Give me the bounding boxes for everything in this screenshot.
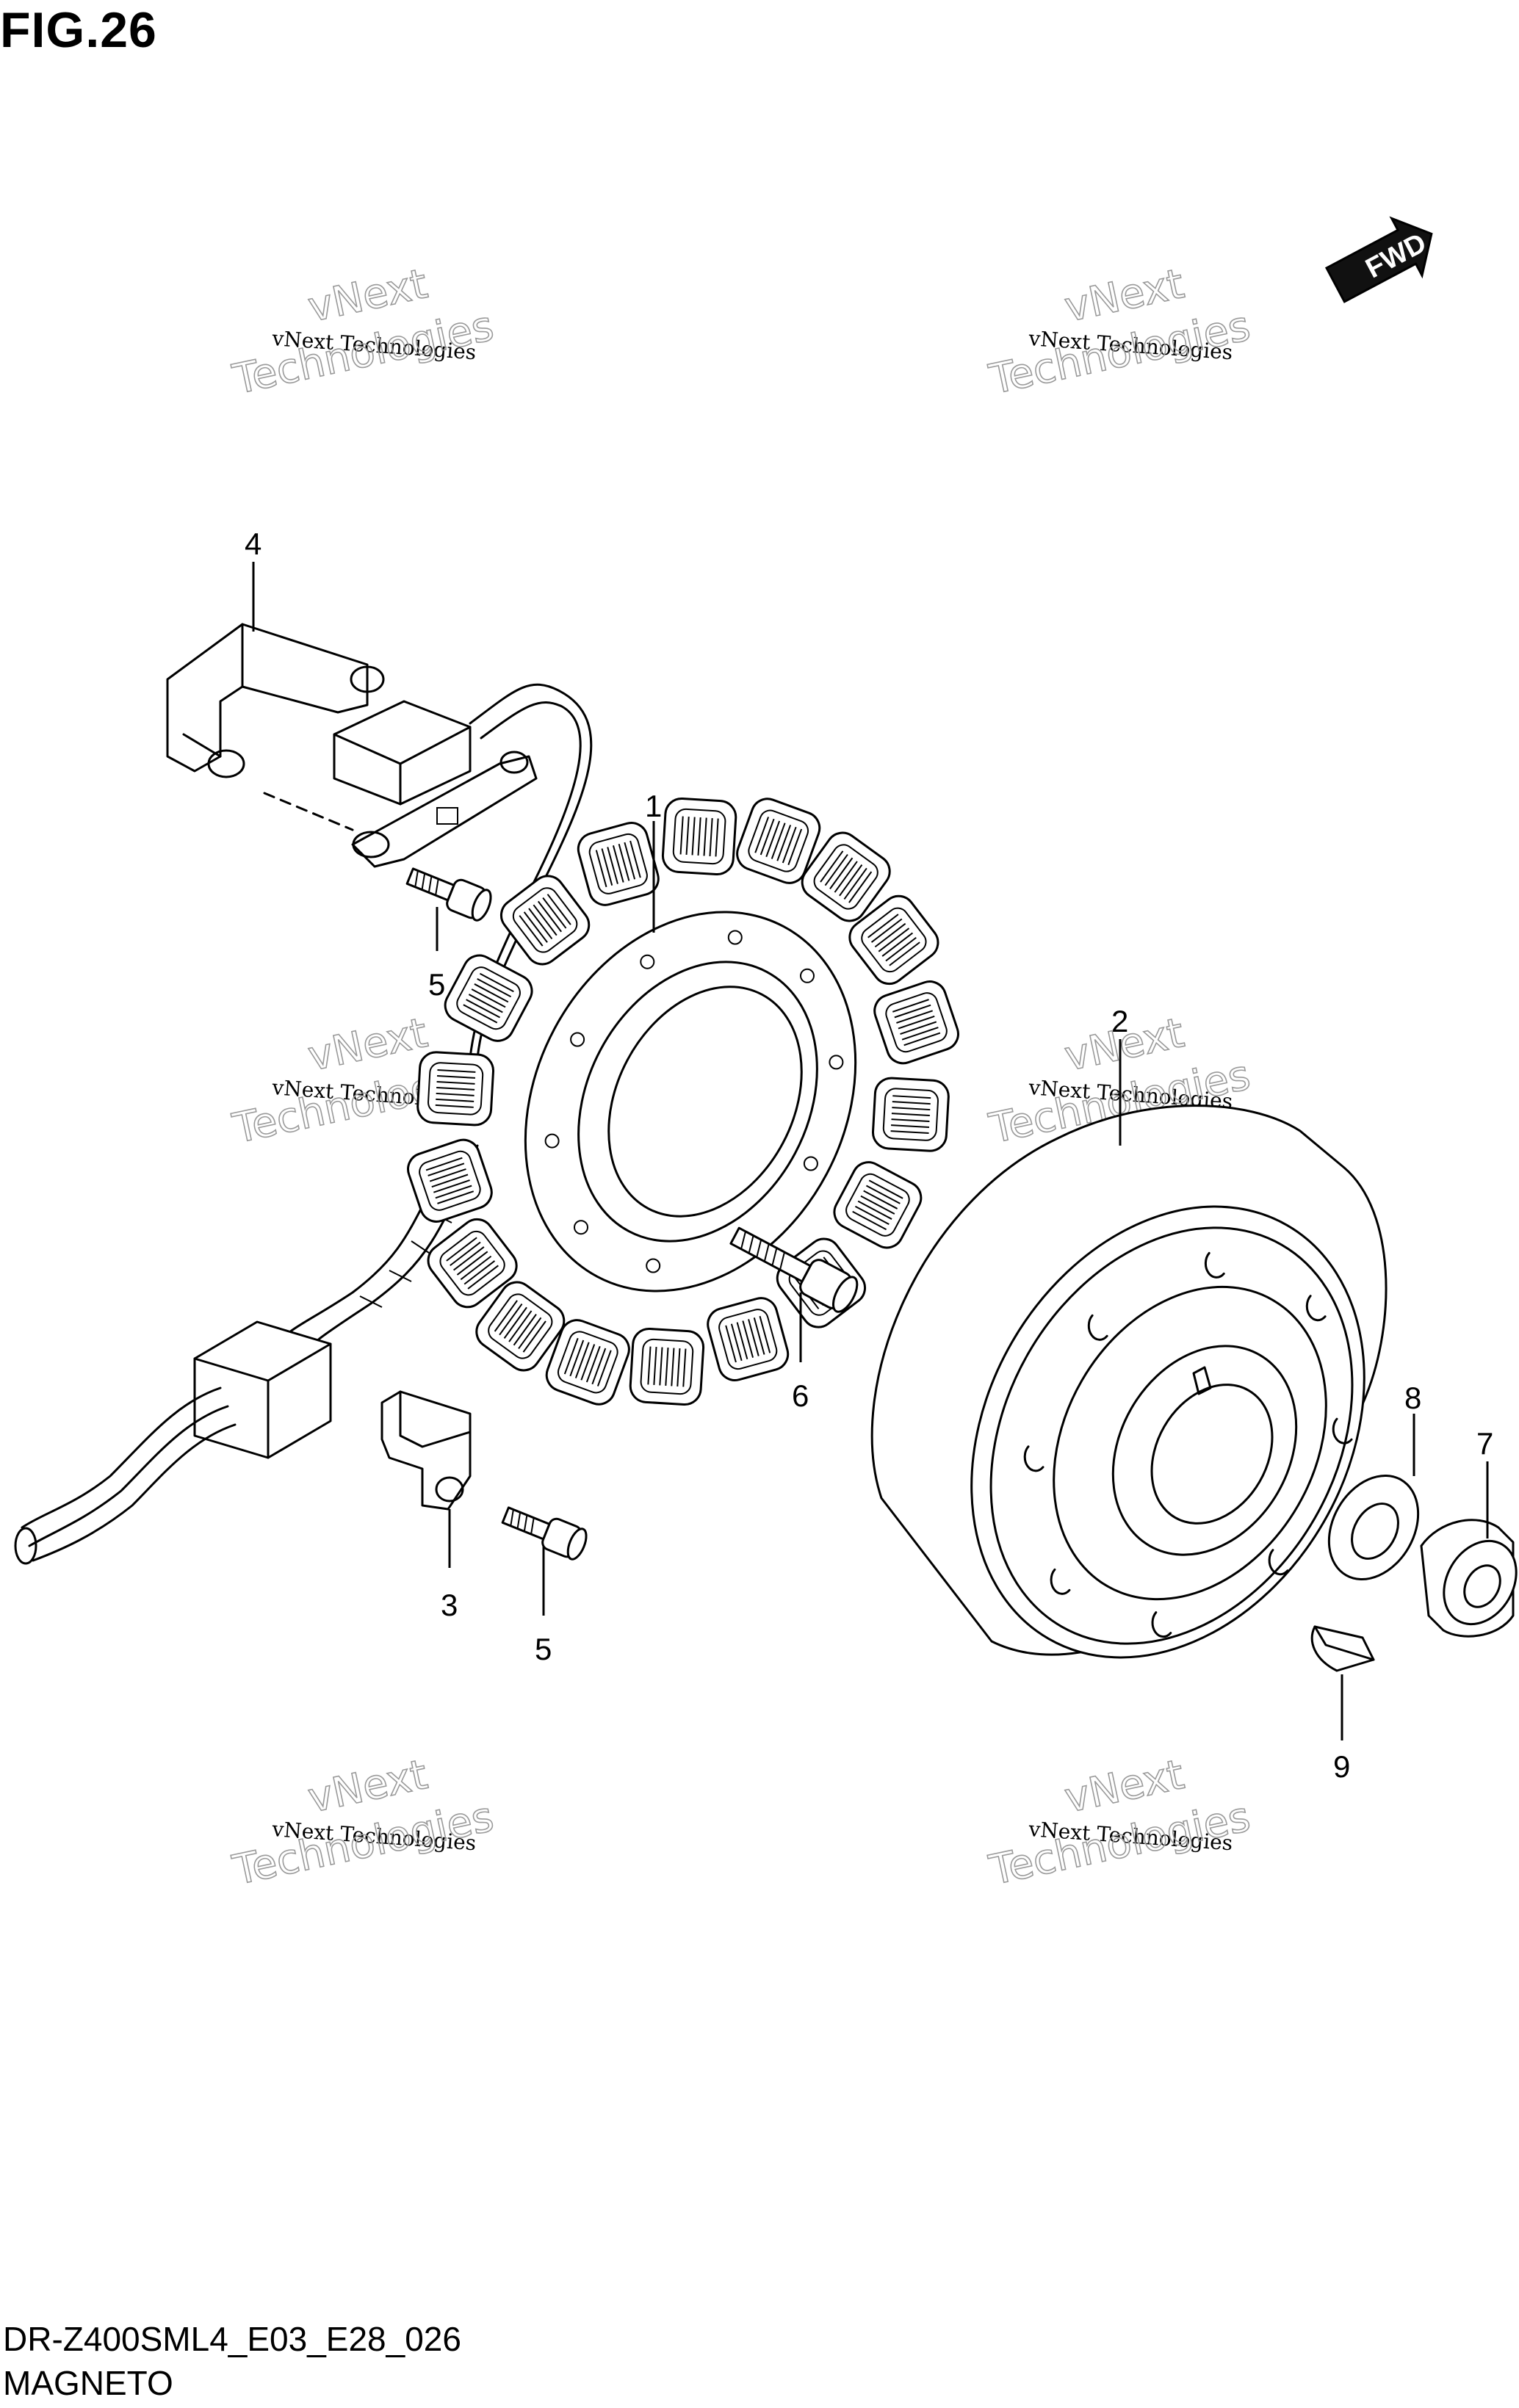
stator-bore	[607, 986, 803, 1218]
stator-hole	[646, 1258, 661, 1273]
wire-clamp-bracket	[166, 623, 385, 831]
rotor-hole	[1087, 1314, 1108, 1341]
rotor-hole	[1305, 1295, 1327, 1322]
callout-label: 9	[1333, 1749, 1350, 1784]
stator-pole	[416, 1051, 495, 1127]
stator-pole	[475, 1281, 566, 1372]
stator-hole	[800, 968, 815, 983]
callout-label: 5	[535, 1632, 552, 1666]
wire-clamp	[380, 1390, 472, 1511]
fwd-arrow-icon: FWD	[1324, 216, 1433, 303]
callout-label: 2	[1111, 1004, 1128, 1038]
magneto-rotor	[870, 1104, 1388, 1659]
rotor-nut	[1420, 1519, 1518, 1638]
stator-pole	[848, 894, 939, 986]
stator-wire-connector	[333, 700, 538, 868]
stator-pole	[871, 1077, 950, 1152]
callout-label: 8	[1404, 1381, 1421, 1415]
callout-leaders	[252, 562, 1489, 1740]
callout-labels: 1 2 3 4 5 5 6 7 8 9	[245, 527, 1493, 1784]
stator-pole	[427, 1218, 518, 1309]
stator-pole	[661, 797, 737, 876]
stator-hole	[574, 1220, 588, 1235]
callout-label: 3	[441, 1588, 458, 1622]
stator-core-inner	[577, 961, 818, 1243]
callout-label: 1	[645, 789, 662, 823]
callout-label: 6	[792, 1378, 809, 1413]
diagram-code: DR-Z400SML4_E03_E28_026	[3, 2320, 461, 2358]
figure-title: FIG.26	[0, 2, 157, 58]
rotor-hole	[1151, 1611, 1172, 1638]
stator-pole	[407, 1138, 493, 1223]
stator-hole	[640, 954, 655, 969]
harness-end-connector	[14, 1320, 332, 1565]
diagram-name: MAGNETO	[3, 2364, 173, 2402]
stator-bolt	[729, 1226, 859, 1313]
stator-pole	[707, 1297, 790, 1381]
rotor-hole	[1332, 1417, 1353, 1445]
callout-label: 4	[245, 527, 261, 561]
stator-hole	[570, 1032, 585, 1047]
callout-label: 5	[428, 967, 445, 1002]
stator-pole	[801, 831, 891, 922]
woodruff-key	[1310, 1625, 1375, 1672]
stator-hole	[829, 1055, 844, 1070]
stator-pole	[444, 954, 533, 1042]
stator-pole	[499, 875, 591, 966]
rotor-washer	[1327, 1474, 1420, 1581]
rotor-hole	[1050, 1568, 1071, 1595]
stator-hole	[803, 1156, 818, 1171]
bracket-bolt-upper	[405, 867, 492, 922]
stator-core	[524, 911, 857, 1292]
stator-pole	[545, 1319, 630, 1406]
rotor-hole	[1204, 1251, 1225, 1279]
clamp-bolt-lower	[501, 1506, 588, 1561]
stator-pole	[833, 1161, 923, 1249]
stator-pole	[577, 822, 660, 906]
stator-pole	[873, 980, 959, 1065]
stator-pole	[629, 1327, 705, 1406]
rotor-hole	[1268, 1549, 1289, 1576]
stator-pole	[736, 798, 821, 884]
stator-hole	[544, 1133, 560, 1149]
callout-label: 7	[1476, 1426, 1493, 1461]
stator-hole	[727, 930, 743, 945]
stator-coil	[407, 797, 959, 1406]
rotor-hole	[1023, 1445, 1044, 1472]
